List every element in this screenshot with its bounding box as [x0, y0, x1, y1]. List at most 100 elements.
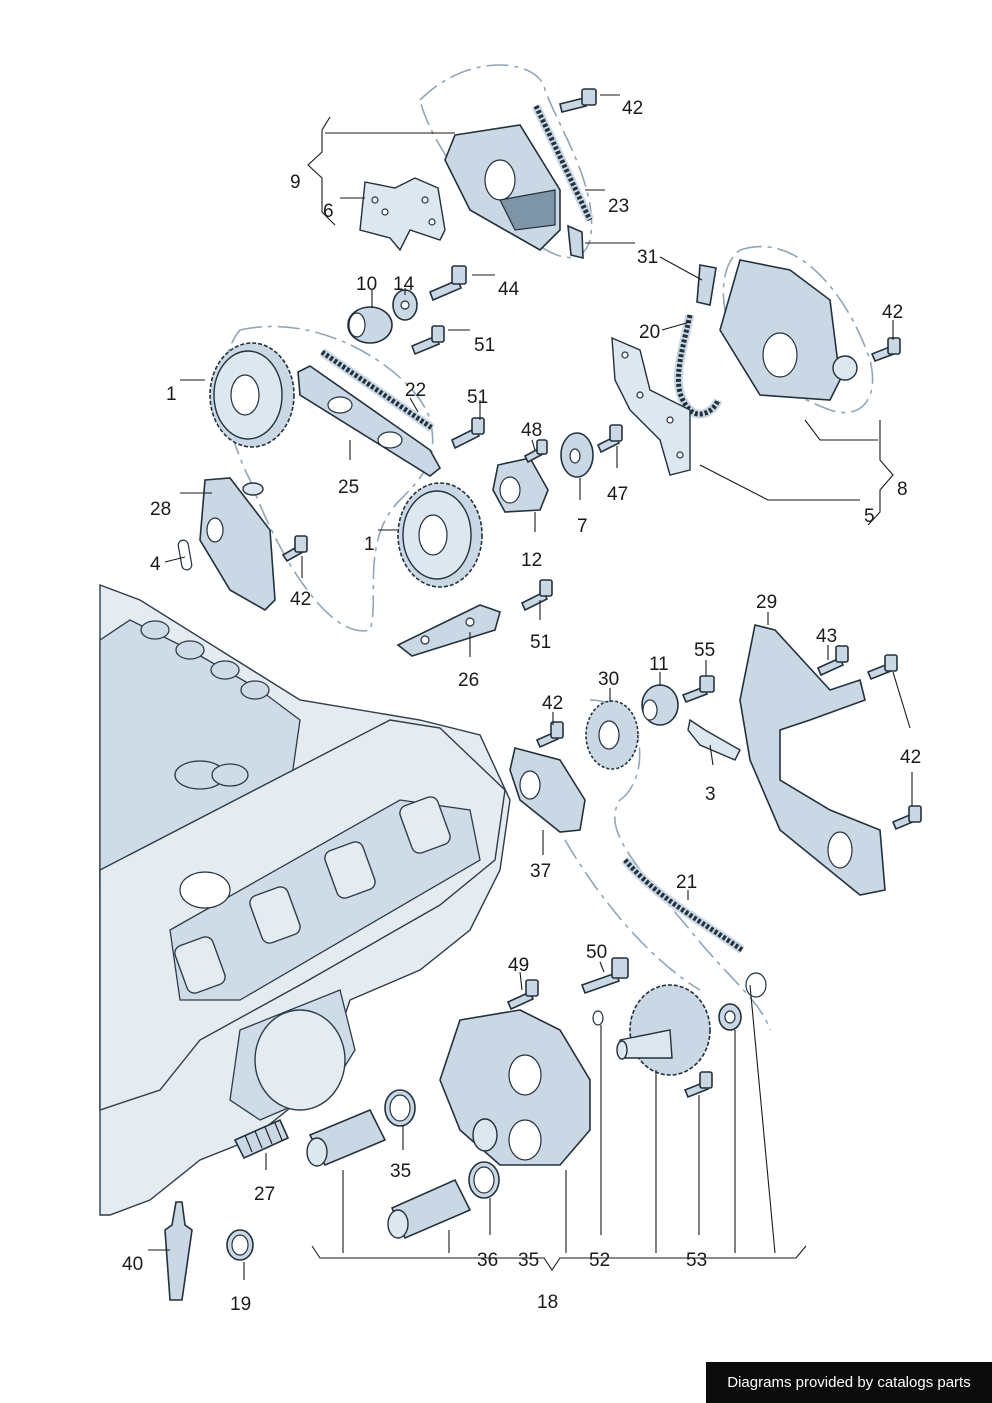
part-28-tensioner	[199, 477, 276, 611]
part-18-balance-shaft-housing	[439, 1009, 591, 1166]
bolt-50	[580, 957, 629, 995]
callout-47: 47	[607, 484, 628, 505]
callout-50: 50	[586, 942, 607, 963]
part-9-upper-chain-cover	[444, 124, 561, 251]
callout-20: 20	[639, 322, 660, 343]
callout-42: 42	[290, 589, 311, 610]
part-37-pump-flange	[509, 747, 586, 833]
bolt-42-top	[559, 88, 597, 113]
part-12-bearing-housing	[492, 457, 549, 513]
callout-53: 53	[686, 1250, 707, 1271]
callout-19: 19	[230, 1294, 251, 1315]
part-11-spacer	[641, 684, 679, 726]
bolt-51-lower	[520, 579, 553, 612]
part-1-upper-sprocket	[209, 342, 295, 448]
bolt-42-cover-bottom	[891, 805, 922, 831]
leader-lines	[148, 94, 913, 1280]
callout-49: 49	[508, 955, 529, 976]
callout-36: 36	[477, 1250, 498, 1271]
part-1-lower-sprocket	[397, 482, 483, 588]
callout-3: 3	[705, 784, 716, 805]
bolt-53	[683, 1071, 713, 1099]
callout-14: 14	[393, 274, 415, 295]
callout-23: 23	[608, 196, 629, 217]
part-22-chain	[319, 348, 435, 432]
callout-51: 51	[474, 335, 495, 356]
callout-18: 18	[537, 1292, 558, 1313]
callout-55: 55	[694, 640, 715, 661]
part-19-o-ring	[226, 1229, 254, 1261]
part-27-spring	[233, 1118, 290, 1160]
bolt-42-right	[870, 337, 901, 363]
callout-4: 4	[150, 554, 161, 575]
bolt-42-cover-top	[866, 654, 898, 681]
callout-40: 40	[122, 1254, 143, 1275]
callout-43: 43	[816, 626, 837, 647]
part-23-upper-chain	[531, 104, 595, 222]
part-36-lower-seal	[468, 1161, 500, 1199]
callout-44: 44	[498, 279, 520, 300]
bolt-48	[523, 439, 548, 464]
bolt-42-left	[281, 535, 308, 563]
part-29-lower-cover	[739, 624, 886, 896]
engine-block-illustration	[99, 583, 511, 1216]
part-26-lower-guide	[396, 604, 501, 657]
part-7-flange-washer	[560, 432, 594, 478]
callout-1: 1	[364, 534, 375, 555]
bolt-43	[816, 645, 849, 677]
part-35-upper-seal	[384, 1089, 416, 1127]
callout-42: 42	[882, 302, 903, 323]
part-53-drive-gear	[616, 984, 711, 1076]
callout-5: 5	[864, 506, 875, 527]
callout-42: 42	[542, 693, 563, 714]
callout-30: 30	[598, 669, 619, 690]
bolt-51-middle	[450, 417, 485, 450]
part-25-chain-guide	[297, 365, 442, 477]
callout-42: 42	[622, 98, 643, 119]
callout-35: 35	[390, 1161, 411, 1182]
credit-banner: Diagrams provided by catalogs parts	[706, 1362, 992, 1403]
callout-21: 21	[676, 872, 697, 893]
callout-10: 10	[356, 274, 377, 295]
part-8-right-chain-cover	[719, 259, 858, 401]
callout-29: 29	[756, 592, 777, 613]
callout-48: 48	[521, 420, 542, 441]
cam-bearing-cutouts	[174, 760, 451, 994]
part-52-o-ring	[592, 1010, 604, 1026]
callout-11: 11	[649, 654, 669, 675]
callout-31: 31	[637, 247, 658, 268]
callout-12: 12	[521, 550, 542, 571]
part-30-sprocket	[585, 700, 639, 770]
part-10-idler-bushing	[347, 306, 393, 344]
part-balance-shaft-upper	[306, 1108, 387, 1167]
callout-22: 22	[405, 380, 426, 401]
part-5-gasket	[611, 336, 691, 476]
bolt-55	[681, 675, 715, 704]
callout-52: 52	[589, 1250, 610, 1271]
part-3-guide-rail	[687, 718, 741, 761]
bolt-49	[506, 979, 539, 1011]
part-40-sealant-tube	[164, 1201, 193, 1301]
callout-37: 37	[530, 861, 551, 882]
callout-51: 51	[530, 632, 551, 653]
callout-9: 9	[290, 172, 301, 193]
callout-35: 35	[518, 1250, 539, 1271]
part-21-lower-chain	[621, 857, 745, 954]
bolt-44	[428, 265, 467, 302]
callout-28: 28	[150, 499, 171, 520]
part-31-tensioner-pad	[567, 224, 717, 306]
bolt-42-mid	[535, 721, 564, 749]
part-20-chain	[674, 314, 723, 419]
part-4-seal-ring	[177, 539, 193, 571]
bolt-51-upper	[410, 325, 445, 356]
intake-ports	[140, 620, 270, 700]
callout-7: 7	[577, 516, 588, 537]
callout-26: 26	[458, 670, 479, 691]
bolt-47	[596, 424, 623, 454]
callout-27: 27	[254, 1184, 275, 1205]
parts-snap-rings	[718, 972, 767, 1031]
callout-numbers: 42 9 6 23 31 10 14 44 51 20 42 1 22 51 4…	[122, 98, 921, 1315]
callout-6: 6	[323, 201, 334, 222]
callout-8: 8	[897, 479, 908, 500]
